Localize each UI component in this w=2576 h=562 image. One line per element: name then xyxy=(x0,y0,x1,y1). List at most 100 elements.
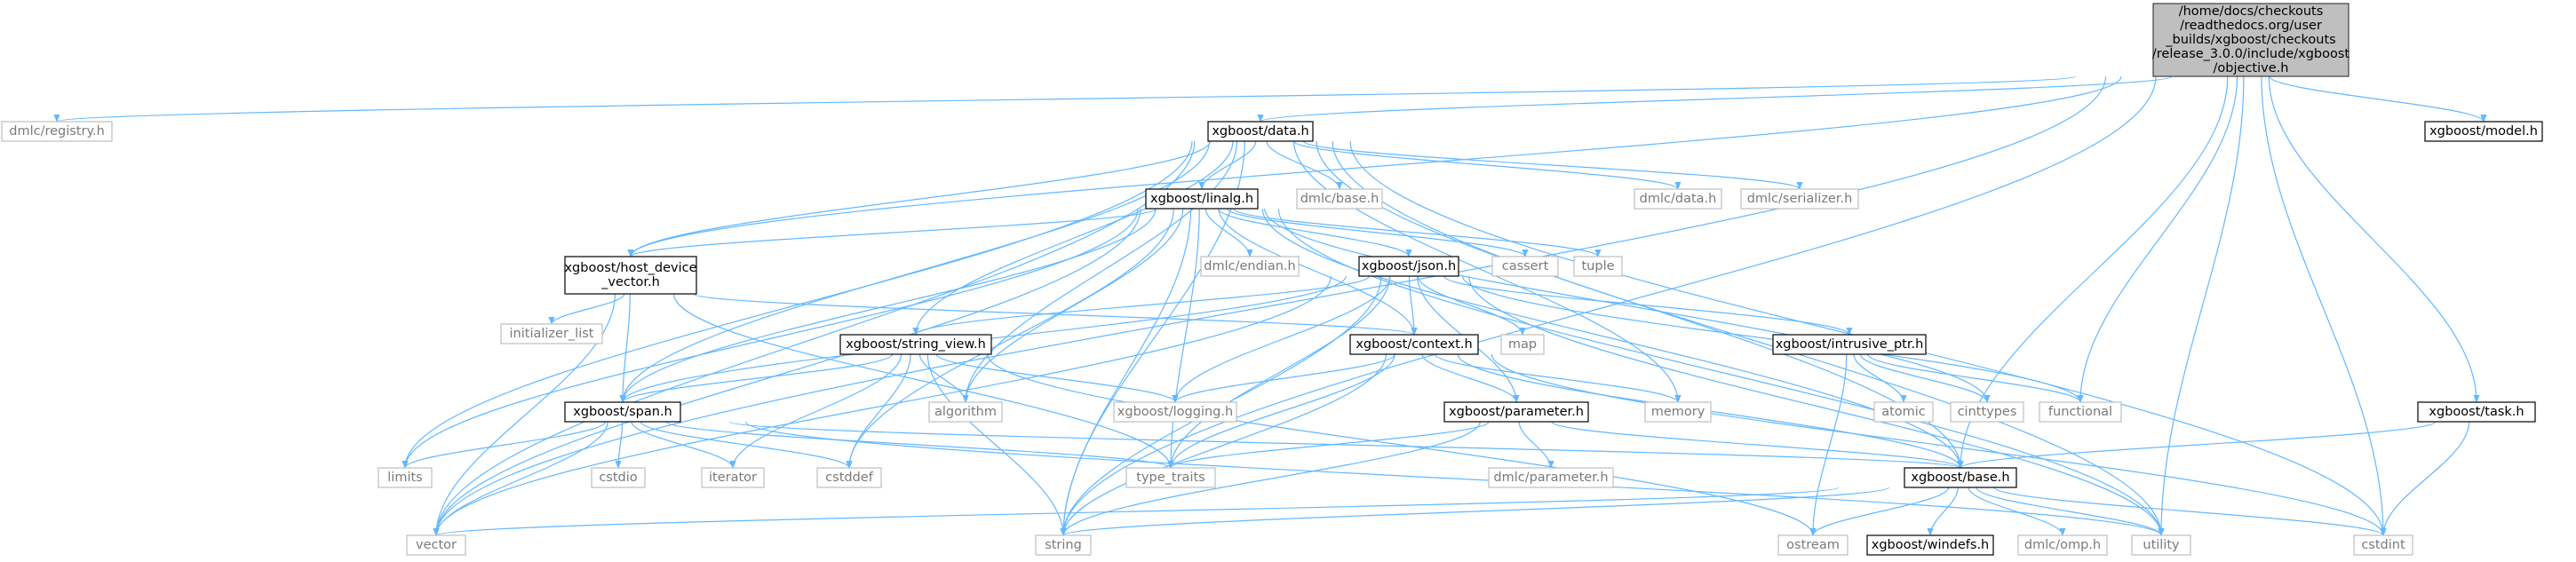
node-xgb-logging: xgboost/logging.h xyxy=(1113,401,1237,423)
edge-xgb-intrusive-to-ostream xyxy=(1809,353,1848,536)
node-box xyxy=(1200,256,1300,277)
node-xgb-base[interactable]: xgboost/base.h xyxy=(1904,467,2017,488)
node-string: string xyxy=(1035,534,1092,556)
edge-xgb-linalg-to-cassert xyxy=(1227,208,1529,257)
edge-objective-to-string xyxy=(1060,75,2157,536)
node-label: xgboost/intrusive_ptr.h xyxy=(1776,337,1924,352)
node-ostream: ostream xyxy=(1777,534,1849,556)
edge-xgb-linalg-to-string xyxy=(1060,208,1192,536)
node-label: xgboost/task.h xyxy=(2429,405,2524,419)
node-label: xgboost/parameter.h xyxy=(1449,405,1584,419)
node-iterator: iterator xyxy=(701,467,765,488)
edge-objective-to-dmlc-registry xyxy=(54,75,2076,123)
node-cstdint: cstdint xyxy=(2353,534,2413,556)
node-xgb-task[interactable]: xgboost/task.h xyxy=(2417,401,2536,423)
node-label: map xyxy=(1508,337,1537,352)
node-cstddef: cstddef xyxy=(816,467,882,488)
edge-xgb-base-to-utility xyxy=(1976,487,2165,536)
node-label: dmlc/omp.h xyxy=(2024,538,2101,552)
node-box xyxy=(1358,256,1459,277)
node-box xyxy=(406,534,466,556)
node-atomic: atomic xyxy=(1873,401,1934,423)
node-box xyxy=(2417,401,2536,423)
node-xgb-hdv[interactable]: xgboost/host_device_vector.h xyxy=(564,256,697,295)
edge-xgb-linalg-to-cstddef xyxy=(846,208,1174,469)
edge-xgb-json-to-utility xyxy=(1468,275,2165,536)
edge-xgb-span-to-limits xyxy=(402,421,606,469)
edge-xgb-data-to-xgb-span xyxy=(619,140,1211,403)
edge-xgb-data-to-xgb-string-view xyxy=(912,140,1234,336)
node-label: /home/docs/checkouts xyxy=(2179,4,2324,19)
edge-xgb-span-to-cstddef xyxy=(640,421,853,469)
edges-layer xyxy=(54,75,2487,536)
edge-xgb-linalg-to-tuple xyxy=(1233,208,1602,257)
edge-xgb-intrusive-to-cinttypes xyxy=(1859,353,1991,403)
node-label: string xyxy=(1045,538,1082,552)
node-label: type_traits xyxy=(1136,471,1205,485)
edge-xgb-parameter-to-xgb-base xyxy=(1551,421,1964,469)
node-label: cstdint xyxy=(2361,538,2405,552)
node-box xyxy=(1488,467,1614,488)
edge-xgb-json-to-xgb-string-view xyxy=(912,275,1371,336)
node-functional: functional xyxy=(2039,401,2122,423)
node-objective[interactable]: /home/docs/checkouts/readthedocs.org/use… xyxy=(2152,3,2349,77)
node-label: xgboost/host_device xyxy=(564,261,696,275)
node-box xyxy=(1644,401,1712,423)
node-box xyxy=(2039,401,2122,423)
node-xgb-intrusive[interactable]: xgboost/intrusive_ptr.h xyxy=(1772,334,1927,355)
edge-objective-to-cstdint xyxy=(2261,75,2387,536)
node-label: limits xyxy=(387,471,422,485)
node-label: xgboost/model.h xyxy=(2429,124,2538,139)
edge-xgb-linalg-to-xgb-json xyxy=(1218,208,1412,257)
node-cstdio: cstdio xyxy=(591,467,646,488)
edge-xgb-json-to-map xyxy=(1417,275,1526,336)
node-label: xgboost/context.h xyxy=(1356,337,1472,352)
node-memory: memory xyxy=(1644,401,1712,423)
node-xgb-json[interactable]: xgboost/json.h xyxy=(1358,256,1459,277)
node-box xyxy=(1145,188,1259,210)
node-xgb-string-view[interactable]: xgboost/string_view.h xyxy=(839,334,992,355)
node-type-traits: type_traits xyxy=(1125,467,1216,488)
edge-xgb-json-to-functional xyxy=(1461,275,2084,403)
node-box xyxy=(1866,534,1994,556)
node-xgb-windefs[interactable]: xgboost/windefs.h xyxy=(1866,534,1994,556)
node-box xyxy=(1573,256,1623,277)
node-label: /readthedocs.org/user xyxy=(2180,19,2322,33)
node-box xyxy=(1125,467,1216,488)
nodes-layer: /home/docs/checkouts/readthedocs.org/use… xyxy=(1,3,2543,556)
edge-xgb-base-to-ostream xyxy=(1809,487,1950,536)
edge-xgb-base-to-vector xyxy=(433,487,1840,536)
node-xgb-span[interactable]: xgboost/span.h xyxy=(564,401,681,423)
edge-xgb-linalg-to-xgb-hdv xyxy=(627,208,1157,257)
edge-objective-to-xgb-hdv xyxy=(627,75,2122,257)
node-dmlc-omp: dmlc/omp.h xyxy=(2017,534,2108,556)
edge-xgb-intrusive-to-functional xyxy=(1867,353,2084,403)
edge-xgb-string-view-to-string xyxy=(926,353,1067,536)
node-box xyxy=(378,467,433,488)
node-box xyxy=(1950,401,2024,423)
node-box xyxy=(564,256,697,295)
node-xgb-data[interactable]: xgboost/data.h xyxy=(1207,121,1314,142)
node-box xyxy=(1777,534,1849,556)
node-box xyxy=(1772,334,1927,355)
edge-xgb-hdv-to-xgb-span xyxy=(619,293,631,403)
edge-xgb-base-to-cstdint xyxy=(1993,487,2387,536)
node-box xyxy=(1904,467,2017,488)
node-label: cinttypes xyxy=(1958,405,2017,419)
node-xgb-linalg[interactable]: xgboost/linalg.h xyxy=(1145,188,1259,210)
edge-xgb-linalg-to-type-traits xyxy=(1167,208,1200,469)
node-label: xgboost/windefs.h xyxy=(1872,538,1990,552)
node-label: tuple xyxy=(1581,259,1614,273)
node-label: algorithm xyxy=(934,405,997,419)
edge-xgb-parameter-to-dmlc-parameter xyxy=(1518,421,1554,469)
node-box xyxy=(839,334,992,355)
edge-xgb-hdv-to-vector xyxy=(433,293,616,536)
node-xgb-parameter[interactable]: xgboost/parameter.h xyxy=(1443,401,1589,423)
node-xgb-context[interactable]: xgboost/context.h xyxy=(1349,334,1479,355)
node-label: iterator xyxy=(709,471,757,485)
edge-objective-to-xgb-task xyxy=(2268,75,2480,403)
node-box xyxy=(1296,188,1383,210)
node-xgb-model[interactable]: xgboost/model.h xyxy=(2424,121,2543,142)
edge-xgb-linalg-to-vector xyxy=(433,208,1141,536)
